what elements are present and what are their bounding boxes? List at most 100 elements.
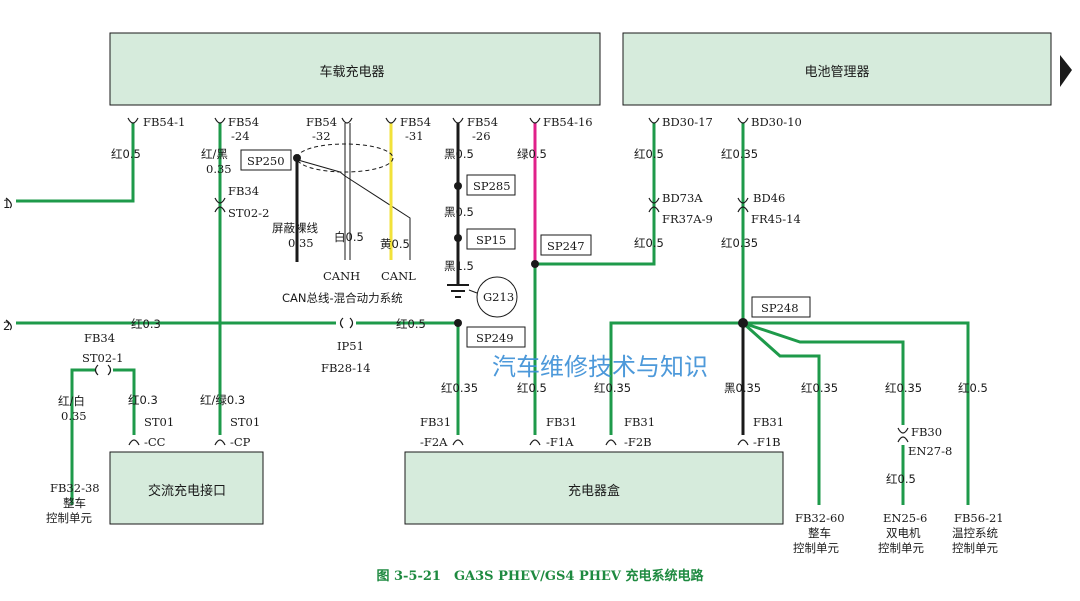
left-label-2: 2 (3, 319, 10, 333)
connector-fb34-st02-2-icon (214, 197, 226, 213)
connector-fb54-24-icon (214, 117, 226, 124)
label-red03b: 红0.3 (128, 393, 158, 407)
label-bd73a: BD73A (662, 191, 703, 205)
label-fr37a-9: FR37A-9 (662, 212, 713, 226)
label-sp248: SP248 (761, 301, 799, 315)
label-magenta: 绿0.5 (517, 147, 547, 161)
label-shield-a: 屏蔽裸线 (272, 221, 318, 235)
wires (16, 123, 970, 505)
label-vcu1-b: 控制单元 (46, 511, 92, 525)
label-ip51: IP51 (337, 339, 364, 353)
watermark: 汽车维修技术与知识 (492, 353, 708, 381)
connector-f2b-icon (605, 439, 617, 446)
label-en27-8: EN27-8 (908, 444, 952, 458)
wire-sp248-bus (609, 321, 970, 505)
label-row2-fb34: FB34 (84, 331, 115, 345)
connector-fb54-32-icon (341, 117, 353, 124)
label-fb54-1: FB54-1 (143, 115, 185, 129)
ground-icon (447, 284, 469, 298)
label-can-system: CAN总线-混合动力系统 (282, 291, 403, 305)
figure-caption: 图 3-5-21 GA3S PHEV/GS4 PHEV 充电系统电路 (376, 568, 704, 584)
sp249-dot (454, 319, 462, 327)
sp249-box (466, 326, 526, 348)
label-red05d: 红0.5 (886, 472, 916, 486)
label-g213: G213 (483, 290, 514, 304)
wire-sp248-vcu (742, 321, 821, 505)
connector-f1b-icon (737, 439, 749, 446)
label-black3: 黑1.5 (444, 259, 474, 273)
label-w2-color-a: 红/黑 (201, 147, 228, 161)
label-canl: CANL (381, 269, 416, 283)
connector-bd46-icon (737, 197, 749, 213)
label-fb56-21: FB56-21 (954, 511, 1004, 525)
shield-line-b (344, 175, 411, 260)
label-vcu1-a: 整车 (63, 496, 86, 510)
connector-fb30-icon (897, 427, 909, 443)
label-fr45-14: FR45-14 (751, 212, 801, 226)
label-w1-color: 红0.5 (111, 147, 141, 161)
label-fb28-14: FB28-14 (321, 361, 371, 375)
label-fb54-16: FB54-16 (543, 115, 593, 129)
splice-boxes (240, 149, 811, 348)
connector-cc-icon (128, 439, 140, 446)
label-black1: 黑0.5 (444, 147, 474, 161)
ac-charging-port-label: 交流充电接口 (148, 483, 226, 499)
label-sp250: SP250 (247, 154, 285, 168)
label-black035: 黑0.35 (724, 381, 761, 395)
charger-box-module: 充电器盒 (404, 451, 784, 525)
sp285-box (466, 174, 516, 196)
continue-arrow-icon (1060, 55, 1072, 87)
label-red-white-b: 0.35 (61, 409, 87, 423)
label-hvac-b: 控制单元 (952, 541, 998, 555)
label-en25-6: EN25-6 (883, 511, 927, 525)
label-st02-1: ST02-1 (82, 351, 123, 365)
connector-bd73a-icon (648, 197, 660, 213)
label-red035d: 红0.35 (594, 381, 631, 395)
label-fb54-26a: FB54 (467, 115, 498, 129)
connector-bd30-17-icon (648, 117, 660, 124)
label-fb31-c: FB31 (624, 415, 655, 429)
connector-bd30-10-icon (737, 117, 749, 124)
ac-charging-port-module: 交流充电接口 (109, 451, 264, 525)
label-row2-red05: 红0.5 (396, 317, 426, 331)
charger-box-label: 充电器盒 (568, 483, 620, 499)
sp250-dot (293, 154, 301, 162)
sp248-dot (738, 318, 748, 328)
connectors (5, 117, 909, 446)
label-sp15: SP15 (476, 233, 506, 247)
onboard-charger-label: 车载充电器 (319, 64, 384, 80)
label-bd30-17: BD30-17 (662, 115, 713, 129)
connector-fb54-1-icon (127, 117, 139, 124)
connector-fb54-26-icon (452, 117, 464, 124)
label-fb34: FB34 (228, 184, 259, 198)
label-fb54-26b: -26 (472, 129, 491, 143)
label-f2a: -F2A (420, 435, 448, 449)
label-f2b: -F2B (624, 435, 652, 449)
label-sp249: SP249 (476, 331, 514, 345)
label-red035c: 红0.35 (441, 381, 478, 395)
label-red-green: 红/绿0.3 (200, 393, 245, 407)
connector-fb54-16-icon (529, 117, 541, 124)
label-vcu2-a: 整车 (808, 526, 831, 540)
label-red05e: 红0.5 (958, 381, 988, 395)
connector-st02-1-icon (94, 364, 112, 376)
label-white: 白0.5 (334, 230, 364, 244)
label-fb54-32b: -32 (312, 129, 331, 143)
shield-ellipse (296, 143, 394, 173)
connector-cp-icon (214, 439, 226, 446)
g213-leader (468, 289, 478, 294)
label-red05a: 红0.5 (634, 147, 664, 161)
label-red05b: 红0.5 (634, 236, 664, 250)
sp247-dot (531, 260, 539, 268)
label-st02-2: ST02-2 (228, 206, 269, 220)
label-red035a: 红0.35 (721, 147, 758, 161)
wire-canh-white (344, 123, 351, 260)
label-fb54-32a: FB54 (306, 115, 337, 129)
connector-f2a-icon (452, 439, 464, 446)
wire-st01-cc (113, 368, 136, 435)
label-canh: CANH (323, 269, 360, 283)
label-red05c: 红0.5 (517, 381, 547, 395)
label-vcu2-b: 控制单元 (793, 541, 839, 555)
connector-f1a-icon (529, 439, 541, 446)
sp285-dot (454, 182, 462, 190)
